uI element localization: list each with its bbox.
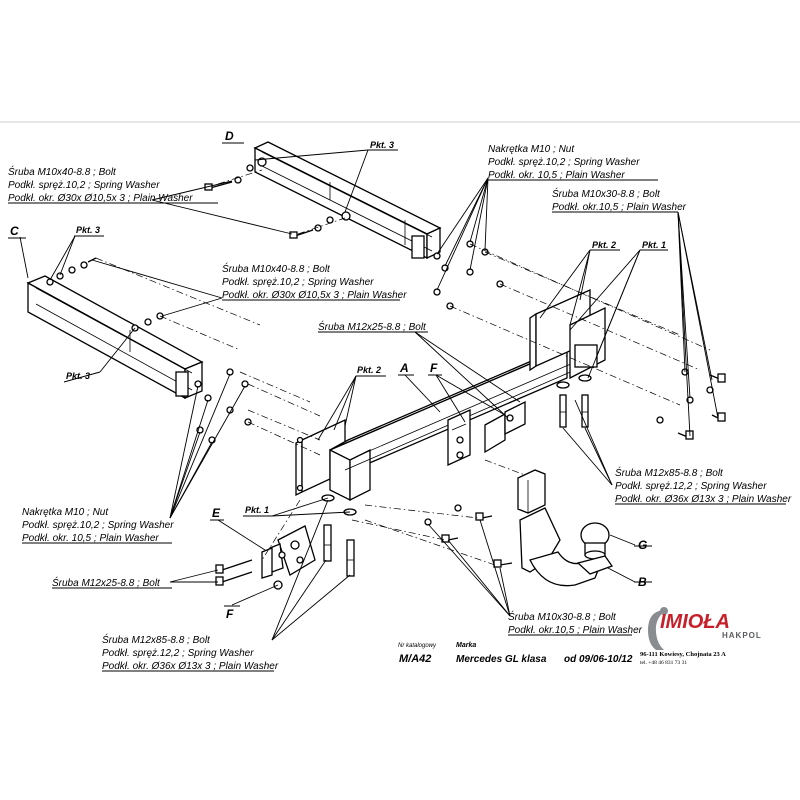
letter-a: A — [399, 361, 409, 375]
pkt-label: Pkt. 3 — [76, 225, 100, 235]
bottom-vertical-bolts — [321, 494, 357, 577]
pkt-label: Pkt. 2 — [592, 240, 616, 250]
ball-mount-assembly — [517, 469, 614, 587]
callout-bolt-c: Śruba M10x40-8.8 ; Bolt Podkł. spręż.10,… — [222, 262, 407, 301]
letter-f-lower: F — [226, 607, 234, 621]
callout-bolt-m10x30-top: Śruba M10x30-8.8 ; Bolt Podkł. okr.10,5 … — [552, 187, 687, 213]
brand-logo: IMIOŁA HAKPOL 96-111 Kowiesy, Chojnata 2… — [640, 607, 762, 666]
callout-line: Podkł. spręż.12,2 ; Spring Washer — [102, 648, 254, 659]
catalog-marka-label: Marka — [456, 642, 476, 649]
callout-line: Podkł. okr. 10,5 ; Plain Washer — [22, 533, 159, 544]
catalog-info: Nr katalogowy Marka M/A42 Mercedes GL kl… — [398, 642, 633, 665]
letter-g: G — [638, 538, 647, 552]
callout-line: Podkł. spręż.12,2 ; Spring Washer — [615, 481, 767, 492]
pkt-label: Pkt. 3 — [66, 371, 90, 381]
callout-line: Śruba M12x25-8.8 ; Bolt — [52, 576, 161, 589]
callout-line: Podkł. spręż.10,2 ; Spring Washer — [22, 520, 174, 531]
callout-line: Śruba M10x40-8.8 ; Bolt — [8, 165, 117, 178]
part-a-crossbar — [295, 288, 606, 502]
letter-d: D — [225, 129, 234, 143]
right-bracket-fasteners — [433, 240, 726, 440]
pkt-label: Pkt. 1 — [642, 240, 666, 250]
letter-c: C — [10, 224, 19, 238]
pkt-label: Pkt. 3 — [370, 140, 394, 150]
part-d-beam — [253, 141, 442, 260]
callout-line: Nakrętka M10 ; Nut — [22, 507, 109, 518]
catalog-years: od 09/06-10/12 — [564, 654, 633, 665]
callout-bolt-m12x25-left: Śruba M12x25-8.8 ; Bolt — [52, 576, 172, 589]
part-d-bolts — [204, 157, 351, 239]
brand-phone: tel. +48 46 831 73 31 — [640, 660, 687, 666]
leader-lines — [19, 149, 719, 641]
callout-line: Podkł. okr. Ø30x Ø10,5x 3 ; Plain Washer — [8, 193, 193, 204]
bottom-right-bolts — [424, 504, 513, 568]
callout-line: Podkł. spręż.10,2 ; Spring Washer — [8, 180, 160, 191]
catalog-nr-label: Nr katalogowy — [398, 643, 437, 649]
left-bracket-fasteners — [194, 368, 304, 492]
catalog-number: M/A42 — [399, 653, 431, 665]
callout-bolt-m12x25-top: Śruba M12x25-8.8 ; Bolt — [318, 320, 428, 333]
letter-e: E — [212, 506, 221, 520]
callout-bolt-m10x30-bottom: Śruba M10x30-8.8 ; Bolt Podkł. okr.10,5 … — [508, 610, 643, 636]
callout-nut-top: Nakrętka M10 ; Nut Podkł. spręż.10,2 ; S… — [488, 144, 658, 181]
right-vertical-bolts — [556, 374, 592, 428]
callout-line: Podkł. okr. 10,5 ; Plain Washer — [488, 170, 625, 181]
callout-line: Śruba M12x85-8.8 ; Bolt — [615, 466, 724, 479]
callout-line: Podkł. okr.10,5 ; Plain Washer — [508, 625, 643, 636]
part-letters: D C A F E F G B — [8, 129, 652, 621]
callout-line: Podkł. spręż.10,2 ; Spring Washer — [488, 157, 640, 168]
pkt-label: Pkt. 2 — [357, 365, 381, 375]
pkt-label: Pkt. 1 — [245, 505, 269, 515]
callout-line: Śruba M12x85-8.8 ; Bolt — [102, 633, 211, 646]
brand-name: IMIOŁA — [660, 611, 730, 633]
brand-address: 96-111 Kowiesy, Chojnata 23 A — [640, 651, 726, 658]
part-c-beam — [26, 272, 204, 400]
pkt-labels: Pkt. 3 Pkt. 3 Pkt. 3 Pkt. 2 Pkt. 1 Pkt. … — [63, 140, 668, 517]
callout-bolt-d: Śruba M10x40-8.8 ; Bolt Podkł. spręż.10,… — [8, 165, 218, 204]
part-e-bracket — [261, 525, 316, 590]
callout-bolt-m12x85-bottom: Śruba M12x85-8.8 ; Bolt Podkł. spręż.12,… — [102, 633, 279, 672]
callout-line: Podkł. okr. Ø36x Ø13x 3 ; Plain Washer — [615, 494, 792, 505]
brand-sub: HAKPOL — [722, 631, 762, 640]
catalog-model: Mercedes GL klasa — [456, 654, 547, 665]
callout-line: Śruba M12x25-8.8 ; Bolt — [318, 320, 427, 333]
part-e-bolts — [215, 559, 253, 586]
part-c-bolts — [68, 257, 164, 332]
callout-line: Podkł. okr.10,5 ; Plain Washer — [552, 202, 687, 213]
callout-line: Śruba M10x40-8.8 ; Bolt — [222, 262, 331, 275]
letter-f-upper: F — [430, 361, 438, 375]
callout-line: Podkł. okr. Ø30x Ø10,5x 3 ; Plain Washer — [222, 290, 407, 301]
callout-line: Śruba M10x30-8.8 ; Bolt — [508, 610, 617, 623]
brand-hook-icon — [648, 610, 668, 650]
callout-nut-left: Nakrętka M10 ; Nut Podkł. spręż.10,2 ; S… — [22, 507, 174, 544]
callout-line: Podkł. okr. Ø36x Ø13x 3 ; Plain Washer — [102, 661, 279, 672]
callout-line: Śruba M10x30-8.8 ; Bolt — [552, 187, 661, 200]
callout-line: Podkł. spręż.10,2 ; Spring Washer — [222, 277, 374, 288]
callout-bolt-m12x85-right: Śruba M12x85-8.8 ; Bolt Podkł. spręż.12,… — [615, 466, 792, 505]
callout-line: Nakrętka M10 ; Nut — [488, 144, 575, 155]
